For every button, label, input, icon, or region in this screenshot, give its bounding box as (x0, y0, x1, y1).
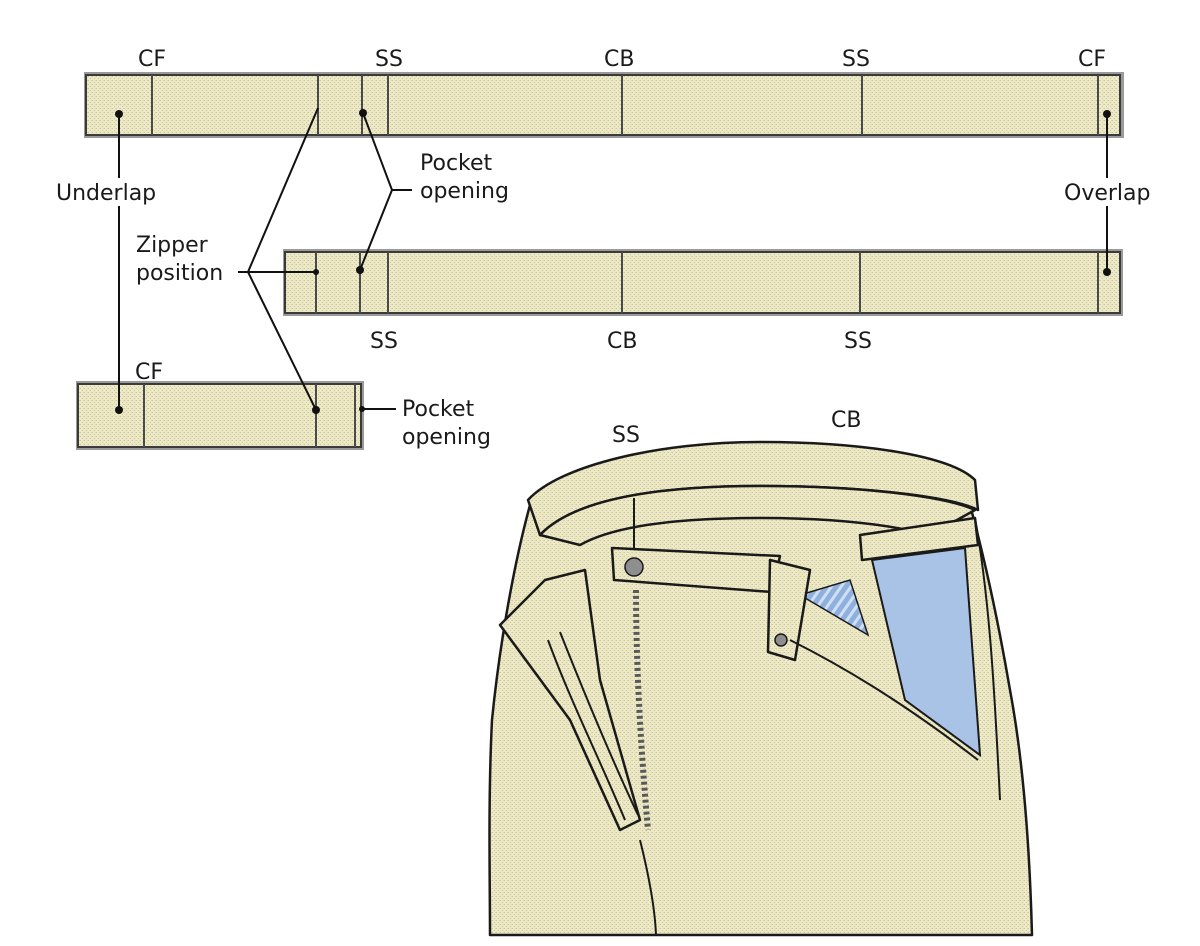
label-cf-left: CF (138, 47, 166, 72)
label-pocket-lower-1: Pocket (402, 397, 475, 422)
pants-illustration: SS CB (488, 408, 1034, 937)
pants-label-cb: CB (831, 408, 861, 433)
label-pocket-upper-2: opening (420, 179, 509, 204)
overlap-tab (858, 516, 980, 562)
overlap-indicator: Overlap (1064, 110, 1150, 276)
label-zipper-1: Zipper (136, 233, 209, 258)
mid-label-ss-left: SS (370, 329, 398, 354)
left-waistband-section: CF (76, 360, 364, 450)
label-cf-right: CF (1078, 47, 1106, 72)
pocket-lining (870, 546, 982, 758)
pocket-opening-lower-indicator: Pocket opening (359, 397, 491, 450)
underlap-indicator: Underlap (56, 110, 156, 414)
label-underlap: Underlap (56, 181, 156, 206)
fly-left-panel (498, 568, 642, 832)
label-pocket-lower-2: opening (402, 425, 491, 450)
mid-label-cb: CB (607, 329, 637, 354)
pocket-opening-upper-indicator: Pocket opening (356, 109, 509, 274)
full-waistband: CF SS CB SS CF (84, 47, 1124, 138)
waistband-inner (538, 484, 977, 547)
label-ss-left: SS (375, 47, 403, 72)
pants-label-ss: SS (612, 423, 640, 448)
right-waistband-section: SS CB SS (283, 249, 1123, 354)
label-ss-right: SS (842, 47, 870, 72)
label-pocket-upper-1: Pocket (420, 151, 493, 176)
zipper-position-indicator: Zipper position (136, 107, 320, 414)
mid-label-ss-right: SS (844, 329, 872, 354)
label-overlap: Overlap (1064, 181, 1150, 206)
left-label-cf: CF (135, 360, 163, 385)
label-cb: CB (604, 47, 634, 72)
label-zipper-2: position (136, 261, 223, 286)
